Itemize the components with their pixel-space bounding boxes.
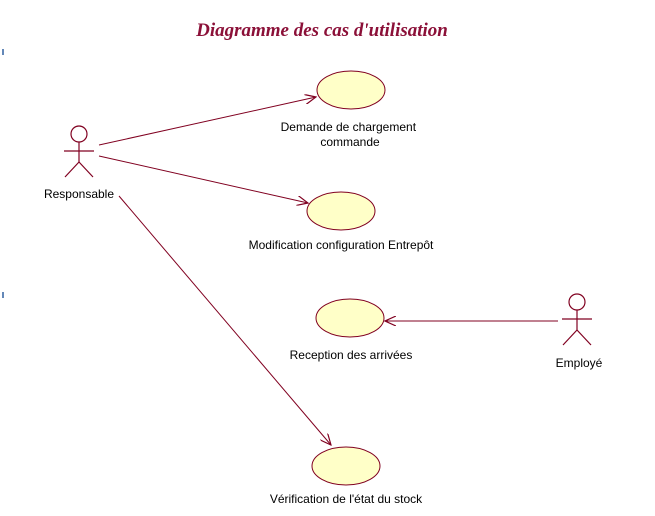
usecase-verification-label: Vérification de l'état du stock — [270, 492, 423, 506]
association-responsable-modification — [98, 155, 308, 203]
usecase-demande-chargement — [316, 70, 386, 110]
usecase-demande-line1: Demande de chargement — [281, 120, 417, 134]
association-responsable-demande — [98, 97, 316, 146]
usecase-modification-configuration — [306, 191, 376, 231]
usecase-reception-label: Reception des arrivées — [290, 348, 413, 362]
actor-employe-label: Employé — [556, 356, 603, 370]
actor-responsable-label: Responsable — [44, 187, 114, 201]
diagram-title: Diagramme des cas d'utilisation — [195, 20, 448, 41]
usecase-verification-stock — [311, 446, 381, 486]
actor-responsable — [64, 125, 94, 178]
usecase-modification-label: Modification configuration Entrepôt — [249, 238, 434, 252]
association-responsable-verification — [118, 195, 331, 445]
usecase-demande-line2: commande — [320, 135, 380, 149]
actor-employe — [562, 293, 592, 346]
usecase-demande-chargement-label: Demande de chargement commande — [281, 120, 420, 149]
usecase-reception-arrivees — [315, 298, 385, 338]
